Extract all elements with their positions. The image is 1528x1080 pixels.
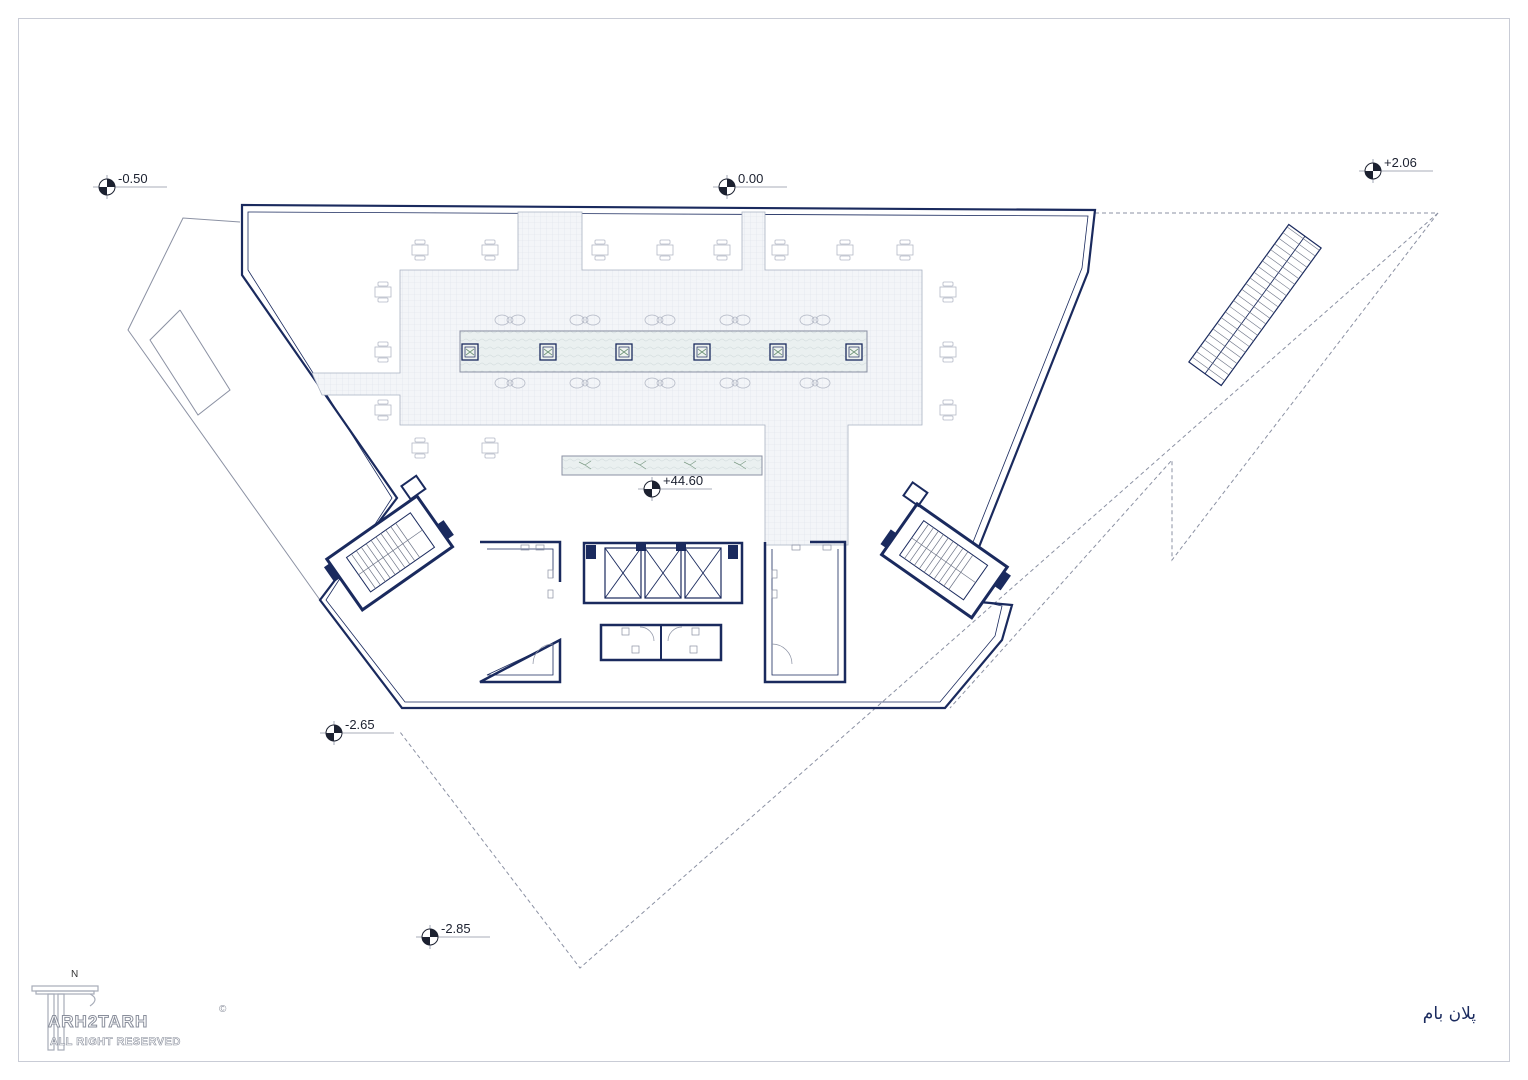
secondary-planter	[561, 455, 763, 476]
table-set-icon	[656, 239, 674, 261]
planter-pot-icon	[845, 343, 863, 361]
level-plus-206-label: +2.06	[1384, 155, 1417, 170]
level-plus-4460-marker: +44.60	[638, 473, 712, 501]
level-minus-265-label: -2.65	[345, 717, 375, 732]
tiled-walkway	[311, 211, 923, 546]
level-000-label: 0.00	[738, 171, 763, 186]
lounge-chair-icon	[719, 377, 751, 389]
table-set-icon	[836, 239, 854, 261]
left-stair-core	[323, 474, 455, 612]
level-minus-050-label: -0.50	[118, 171, 148, 186]
level-plus-206-marker: +2.06	[1359, 155, 1433, 183]
copyright-mark: ©	[219, 1004, 227, 1015]
lounge-chair-icon	[799, 377, 831, 389]
site-boundary	[399, 212, 1440, 969]
table-sets	[374, 239, 957, 459]
elevator-core	[582, 541, 744, 605]
logo-rights: ALL RIGHT RESERVED	[50, 1036, 181, 1049]
table-set-icon	[896, 239, 914, 261]
table-set-icon	[411, 239, 429, 261]
logo-name: ARH2TARH	[47, 1012, 149, 1032]
level-minus-285-label: -2.85	[441, 921, 471, 936]
lounge-chairs	[494, 314, 831, 389]
level-minus-050-marker: -0.50	[93, 171, 167, 199]
table-set-icon	[939, 341, 957, 363]
lounge-chair-icon	[569, 314, 601, 326]
table-set-icon	[713, 239, 731, 261]
table-set-icon	[374, 341, 392, 363]
table-set-icon	[591, 239, 609, 261]
small-rooms	[599, 623, 723, 662]
logo-mark-icon	[31, 985, 99, 1051]
lounge-chair-icon	[644, 314, 676, 326]
lounge-chair-icon	[799, 314, 831, 326]
brand-logo	[30, 968, 240, 1054]
table-set-icon	[374, 281, 392, 303]
level-plus-4460-label: +44.60	[663, 473, 703, 488]
sheet-frame	[18, 18, 1510, 1062]
right-service-room	[763, 540, 847, 684]
roof-slab-outline	[240, 203, 1097, 710]
planter-pot-icon	[615, 343, 633, 361]
lounge-chair-icon	[494, 314, 526, 326]
central-planter	[459, 330, 868, 373]
planter-pot-icon	[769, 343, 787, 361]
left-access-path	[127, 217, 321, 601]
drawing-title: پلان بام	[1422, 1004, 1476, 1024]
level-minus-265-marker: -2.65	[320, 717, 394, 745]
planter-pot-icon	[539, 343, 557, 361]
north-label: N	[71, 969, 79, 980]
lounge-chair-icon	[644, 377, 676, 389]
table-set-icon	[771, 239, 789, 261]
left-service-room	[479, 540, 562, 684]
level-000-marker: 0.00	[713, 171, 787, 199]
planter-pot-icon	[693, 343, 711, 361]
planter-pot-icon	[461, 343, 479, 361]
lounge-chair-icon	[569, 377, 601, 389]
right-stair-core	[879, 481, 1011, 620]
table-set-icon	[939, 281, 957, 303]
level-minus-285-marker: -2.85	[416, 921, 490, 949]
table-set-icon	[481, 437, 499, 459]
external-stair	[1188, 223, 1322, 387]
table-set-icon	[481, 239, 499, 261]
lounge-chair-icon	[494, 377, 526, 389]
table-set-icon	[411, 437, 429, 459]
table-set-icon	[374, 399, 392, 421]
table-set-icon	[939, 399, 957, 421]
lounge-chair-icon	[719, 314, 751, 326]
